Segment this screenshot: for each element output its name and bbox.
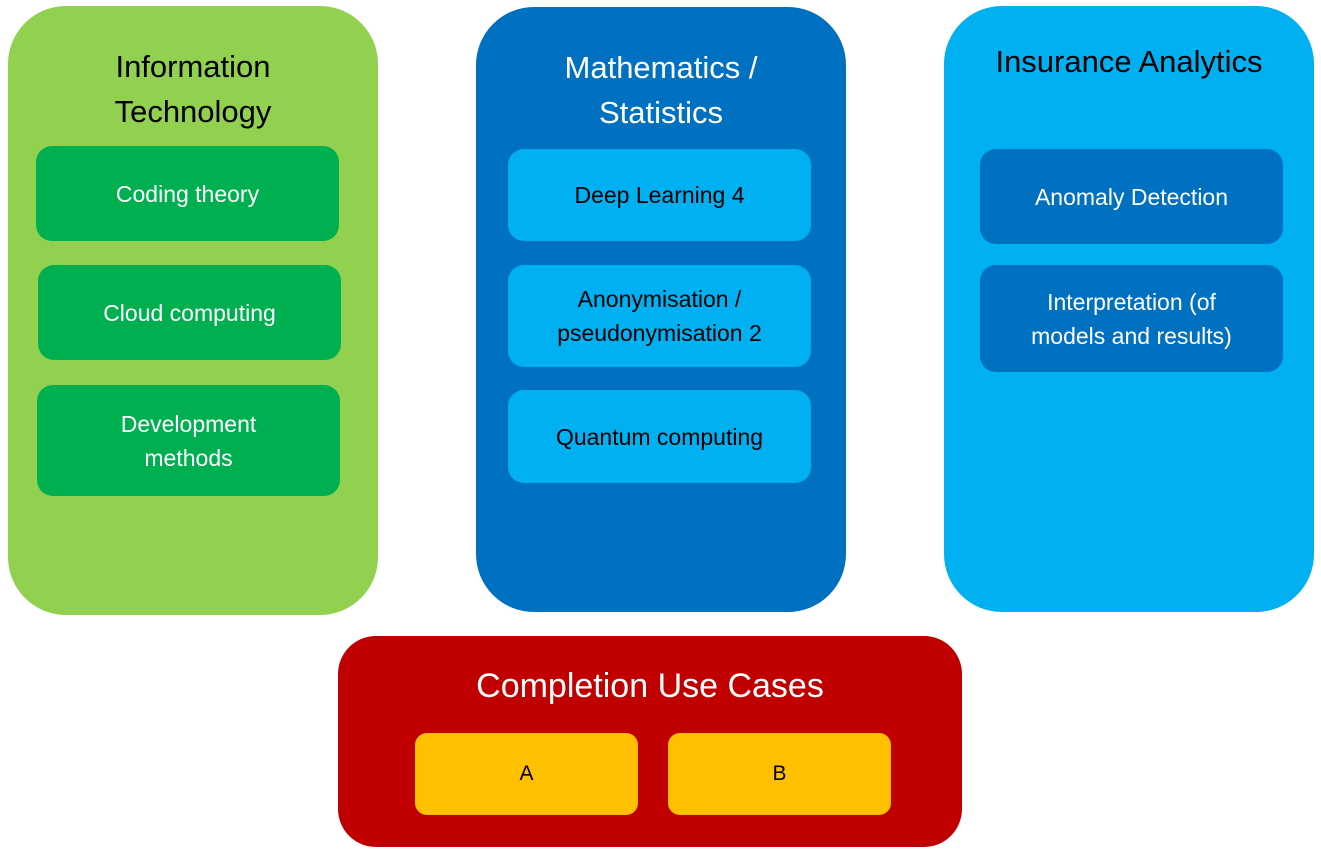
completion-use-cases-panel: Completion Use Cases A B	[338, 636, 962, 847]
development-methods-box: Development methods	[37, 385, 340, 496]
quantum-computing-box: Quantum computing	[508, 390, 811, 483]
insurance-analytics-title: Insurance Analytics	[995, 44, 1263, 79]
information-technology-title: Information Technology	[114, 49, 272, 129]
deep-learning-box: Deep Learning 4	[508, 149, 811, 241]
cloud-computing-box: Cloud computing	[38, 265, 341, 360]
use-case-b-box: B	[668, 733, 891, 815]
anomaly-detection-box: Anomaly Detection	[980, 149, 1283, 244]
mathematics-statistics-panel: Mathematics / Statistics Deep Learning 4…	[476, 7, 846, 612]
coding-theory-box: Coding theory	[36, 146, 339, 241]
interpretation-box: Interpretation (of models and results)	[980, 265, 1283, 372]
insurance-analytics-panel: Insurance Analytics Anomaly Detection In…	[944, 6, 1314, 612]
use-case-a-box: A	[415, 733, 638, 815]
completion-use-cases-title: Completion Use Cases	[476, 667, 824, 705]
anonymisation-box: Anonymisation / pseudonymisation 2	[508, 265, 811, 367]
information-technology-panel: Information Technology Coding theory Clo…	[8, 6, 378, 615]
mathematics-statistics-title: Mathematics / Statistics	[564, 50, 758, 130]
